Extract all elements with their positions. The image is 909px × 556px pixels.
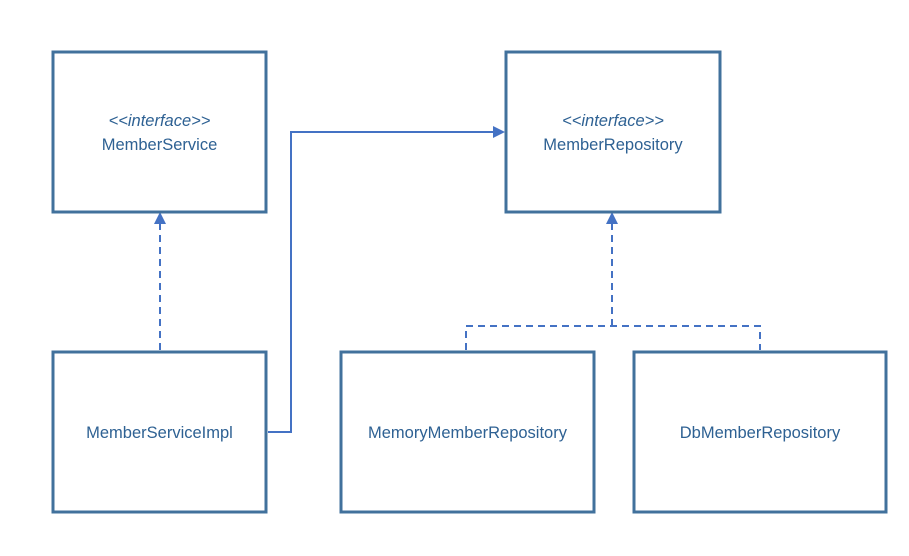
arrowhead-member-service	[154, 212, 166, 224]
member-repository-name: MemberRepository	[543, 136, 683, 154]
db-member-repository-box[interactable]: DbMemberRepository	[632, 350, 888, 514]
memory-member-repository-name: MemoryMemberRepository	[368, 424, 568, 442]
member-service-stereotype: <<interface>>	[109, 112, 211, 130]
memory-member-repository-box[interactable]: MemoryMemberRepository	[339, 350, 596, 514]
realization-memory-repo-branch	[465, 325, 761, 350]
member-service-impl-name: MemberServiceImpl	[86, 424, 233, 442]
association-impl-to-member-repository	[268, 131, 494, 433]
arrowhead-member-repository-assoc	[493, 126, 505, 138]
arrowhead-member-repository-real	[606, 212, 618, 224]
member-service-box[interactable]: <<interface>> MemberService	[51, 50, 268, 214]
member-repository-box[interactable]: <<interface>> MemberRepository	[504, 50, 722, 214]
member-service-name: MemberService	[102, 136, 218, 154]
db-member-repository-name: DbMemberRepository	[680, 424, 841, 442]
member-repository-stereotype: <<interface>>	[562, 112, 664, 130]
member-service-impl-box[interactable]: MemberServiceImpl	[51, 350, 268, 514]
connectors	[154, 126, 761, 433]
